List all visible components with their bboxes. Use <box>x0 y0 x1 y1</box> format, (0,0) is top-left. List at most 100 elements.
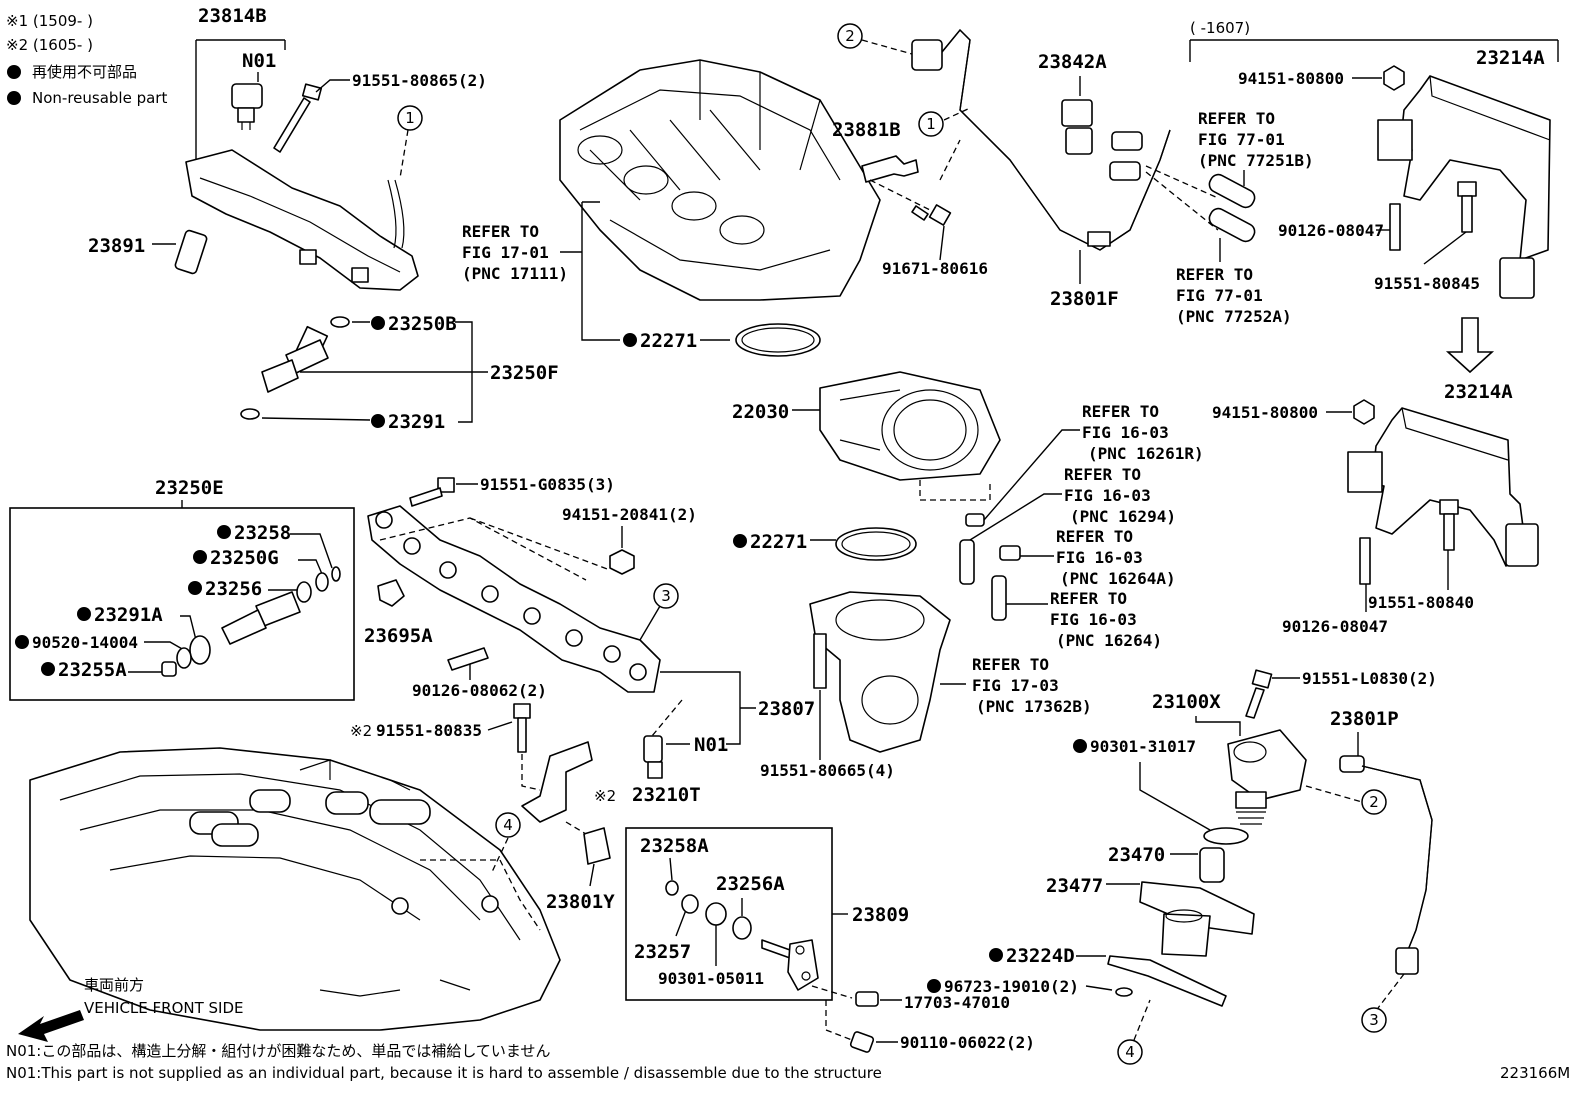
ref-17-03-line1: REFER TO <box>972 655 1049 674</box>
label-23477: 23477 <box>1046 875 1103 897</box>
ref-16-03c-line3: (PNC 16264A) <box>1060 569 1176 588</box>
label-23250B: 23250B <box>388 313 457 335</box>
dash-23807 <box>651 699 683 737</box>
ref-17-01-line2: FIG 17-01 <box>462 243 549 262</box>
label-23257: 23257 <box>634 941 691 963</box>
gasket-23224D <box>1107 955 1227 1007</box>
front-arrow-icon <box>18 1010 84 1042</box>
bolt-91671-80616 <box>911 204 952 226</box>
ref-16-03c-line2: FIG 16-03 <box>1056 548 1143 567</box>
label-91551-80665: 91551-80665(4) <box>760 761 895 780</box>
label-23801Y: 23801Y <box>546 891 615 913</box>
callout-4-num: 4 <box>503 816 513 834</box>
bolt-90110-06022 <box>849 1031 875 1053</box>
box-23250E <box>9 507 355 701</box>
ref-77-01a-line2: FIG 77-01 <box>1198 130 1285 149</box>
range-bracket <box>1189 39 1559 62</box>
stud-90126-08062 <box>447 647 489 671</box>
nut-94151-80800-a <box>1383 65 1405 91</box>
callout-3-b-num: 3 <box>1369 1011 1379 1029</box>
nonreusable-dot-icon <box>41 662 55 676</box>
engine-head-outline <box>29 747 561 1031</box>
fuel-pipe-23801F <box>911 28 1171 251</box>
nut-94151-80800-b <box>1353 399 1375 425</box>
label-23258: 23258 <box>234 522 291 544</box>
nonreusable-dot-icon <box>77 607 91 621</box>
dash-bracket <box>521 754 587 835</box>
ref-17-01-line3: (PNC 17111) <box>462 264 568 283</box>
label-23256A: 23256A <box>716 873 785 895</box>
callout-2-b-leader <box>1305 785 1363 803</box>
nonreusable-label-jp: 再使用不可部品 <box>32 63 137 81</box>
gasket-22271-b <box>835 527 917 561</box>
callout-2-leader <box>861 39 913 55</box>
gasket-22271-a <box>735 323 821 357</box>
label-23695A: 23695A <box>364 625 433 647</box>
label-94151-80800-b: 94151-80800 <box>1212 403 1318 422</box>
callout-4 <box>495 812 521 838</box>
ref-16-03d-line2: FIG 16-03 <box>1050 610 1137 629</box>
label-91551-G0835: 91551-G0835(3) <box>480 475 615 494</box>
callout-3-leader <box>639 605 661 641</box>
n01-note-en: N01:This part is not supplied as an indi… <box>6 1064 882 1082</box>
throttle-body-22030 <box>819 371 1001 481</box>
bracket-23801Y <box>521 741 611 865</box>
note2-mark: ※2 <box>350 722 372 740</box>
ref-16-03a-line2: FIG 16-03 <box>1082 423 1169 442</box>
bolt-91551-80835 <box>513 703 531 753</box>
leader-96723-19010 <box>1085 985 1113 991</box>
nonreusable-dot-icon <box>217 525 231 539</box>
note-1: ※1 (1509- ) <box>6 12 93 30</box>
intake-adapter <box>809 591 951 753</box>
label-90110-06022: 90110-06022(2) <box>900 1033 1035 1052</box>
stud-90126-08047-b <box>1359 537 1371 585</box>
bolt-91551-L0830 <box>1245 669 1273 719</box>
ref-77-01b-line1: REFER TO <box>1176 265 1253 284</box>
leader-23814B <box>195 39 286 160</box>
dash-22030 <box>919 480 991 501</box>
nonreusable-dot-icon <box>1073 739 1087 753</box>
dash-rail <box>379 517 611 581</box>
nonreusable-dot-icon <box>371 316 385 330</box>
label-91551-80865: 91551-80865(2) <box>352 71 487 90</box>
leaders-23809 <box>669 857 743 966</box>
ref-77-01b-line2: FIG 77-01 <box>1176 286 1263 305</box>
down-arrow-icon <box>1445 317 1495 374</box>
range-label: ( -1607) <box>1190 19 1250 37</box>
clip-23842A <box>1061 99 1093 155</box>
callout-3-num: 3 <box>661 587 671 605</box>
label-23814B: 23814B <box>198 5 267 27</box>
label-23250F: 23250F <box>490 362 559 384</box>
clamp-23881B <box>861 155 919 183</box>
figure-id: 223166M <box>1500 1064 1570 1082</box>
label-23214A-a: 23214A <box>1476 47 1545 69</box>
callout-2-b-num: 2 <box>1369 793 1379 811</box>
callout-4-b-leader <box>1133 999 1151 1041</box>
callout-4-b <box>1117 1039 1143 1065</box>
delivery-pipe-23807 <box>367 505 661 693</box>
label-17703-47010: 17703-47010 <box>904 993 1010 1012</box>
bracket-23214A-b <box>1347 407 1539 567</box>
label-96723-19010: 96723-19010(2) <box>944 977 1079 996</box>
label-n01-b: N01 <box>694 734 728 756</box>
label-23291: 23291 <box>388 411 445 433</box>
callout-1-b-leader <box>939 107 971 181</box>
callout-1-b-num: 1 <box>926 115 936 133</box>
label-22030: 22030 <box>732 401 789 423</box>
label-90126-08047-a: 90126-08047 <box>1278 221 1384 240</box>
label-23214A-b: 23214A <box>1444 381 1513 403</box>
label-91551-80845: 91551-80845 <box>1374 274 1480 293</box>
label-90301-31017: 90301-31017 <box>1090 737 1196 756</box>
ref-16-03b-line1: REFER TO <box>1064 465 1141 484</box>
callout-1-leader <box>399 129 409 179</box>
nonreusable-label-en: Non-reusable part <box>32 89 167 107</box>
ref-16-03b-line2: FIG 16-03 <box>1064 486 1151 505</box>
front-label-en: VEHICLE FRONT SIDE <box>84 999 244 1017</box>
nonreusable-dot-icon <box>989 948 1003 962</box>
label-23807: 23807 <box>758 698 815 720</box>
leader-ref-16-03-b <box>969 493 1062 541</box>
ref-77-01b-line3: (PNC 77252A) <box>1176 307 1292 326</box>
wire-harness-23891 <box>185 149 419 291</box>
